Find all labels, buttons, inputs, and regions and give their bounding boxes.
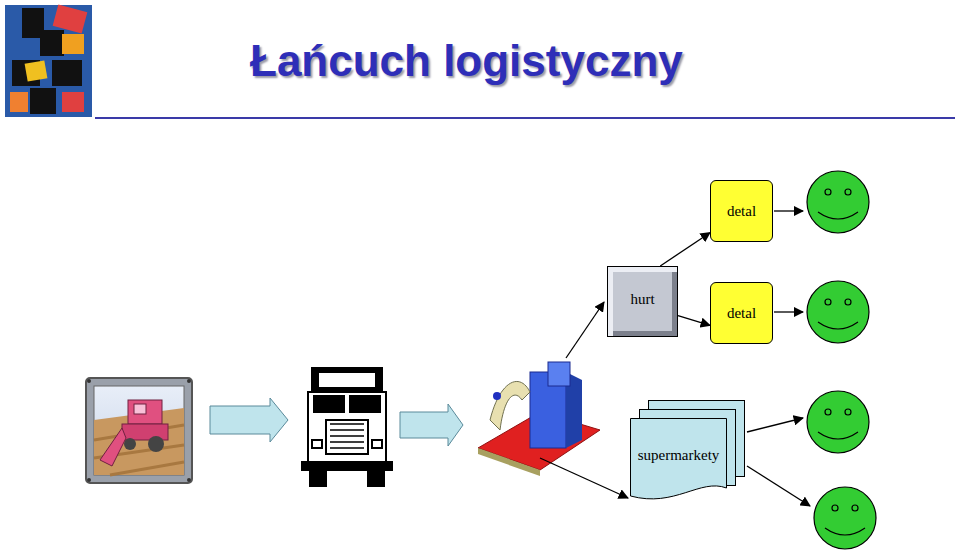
block-arrow (210, 398, 288, 442)
logo (5, 4, 92, 117)
customer-smiley (807, 171, 876, 549)
retail-box: detal (710, 282, 773, 344)
flow-arrow (678, 316, 710, 326)
retail-box: detal (710, 180, 773, 242)
flow-lines (540, 211, 810, 506)
warehouse (478, 362, 600, 476)
harvester-picture (86, 378, 192, 483)
flow-arrow (660, 233, 710, 266)
node-label: supermarkety (630, 447, 727, 464)
truck (302, 368, 392, 486)
node-label: detal (711, 305, 772, 322)
block-arrow (400, 404, 463, 446)
title: Łańcuch logistyczny (250, 36, 683, 86)
node-label: detal (711, 203, 772, 220)
title-rule (95, 117, 955, 119)
node-label: hurt (608, 291, 677, 308)
supermarket-stack: supermarkety (630, 400, 745, 502)
wholesale-box: hurt (607, 266, 678, 337)
